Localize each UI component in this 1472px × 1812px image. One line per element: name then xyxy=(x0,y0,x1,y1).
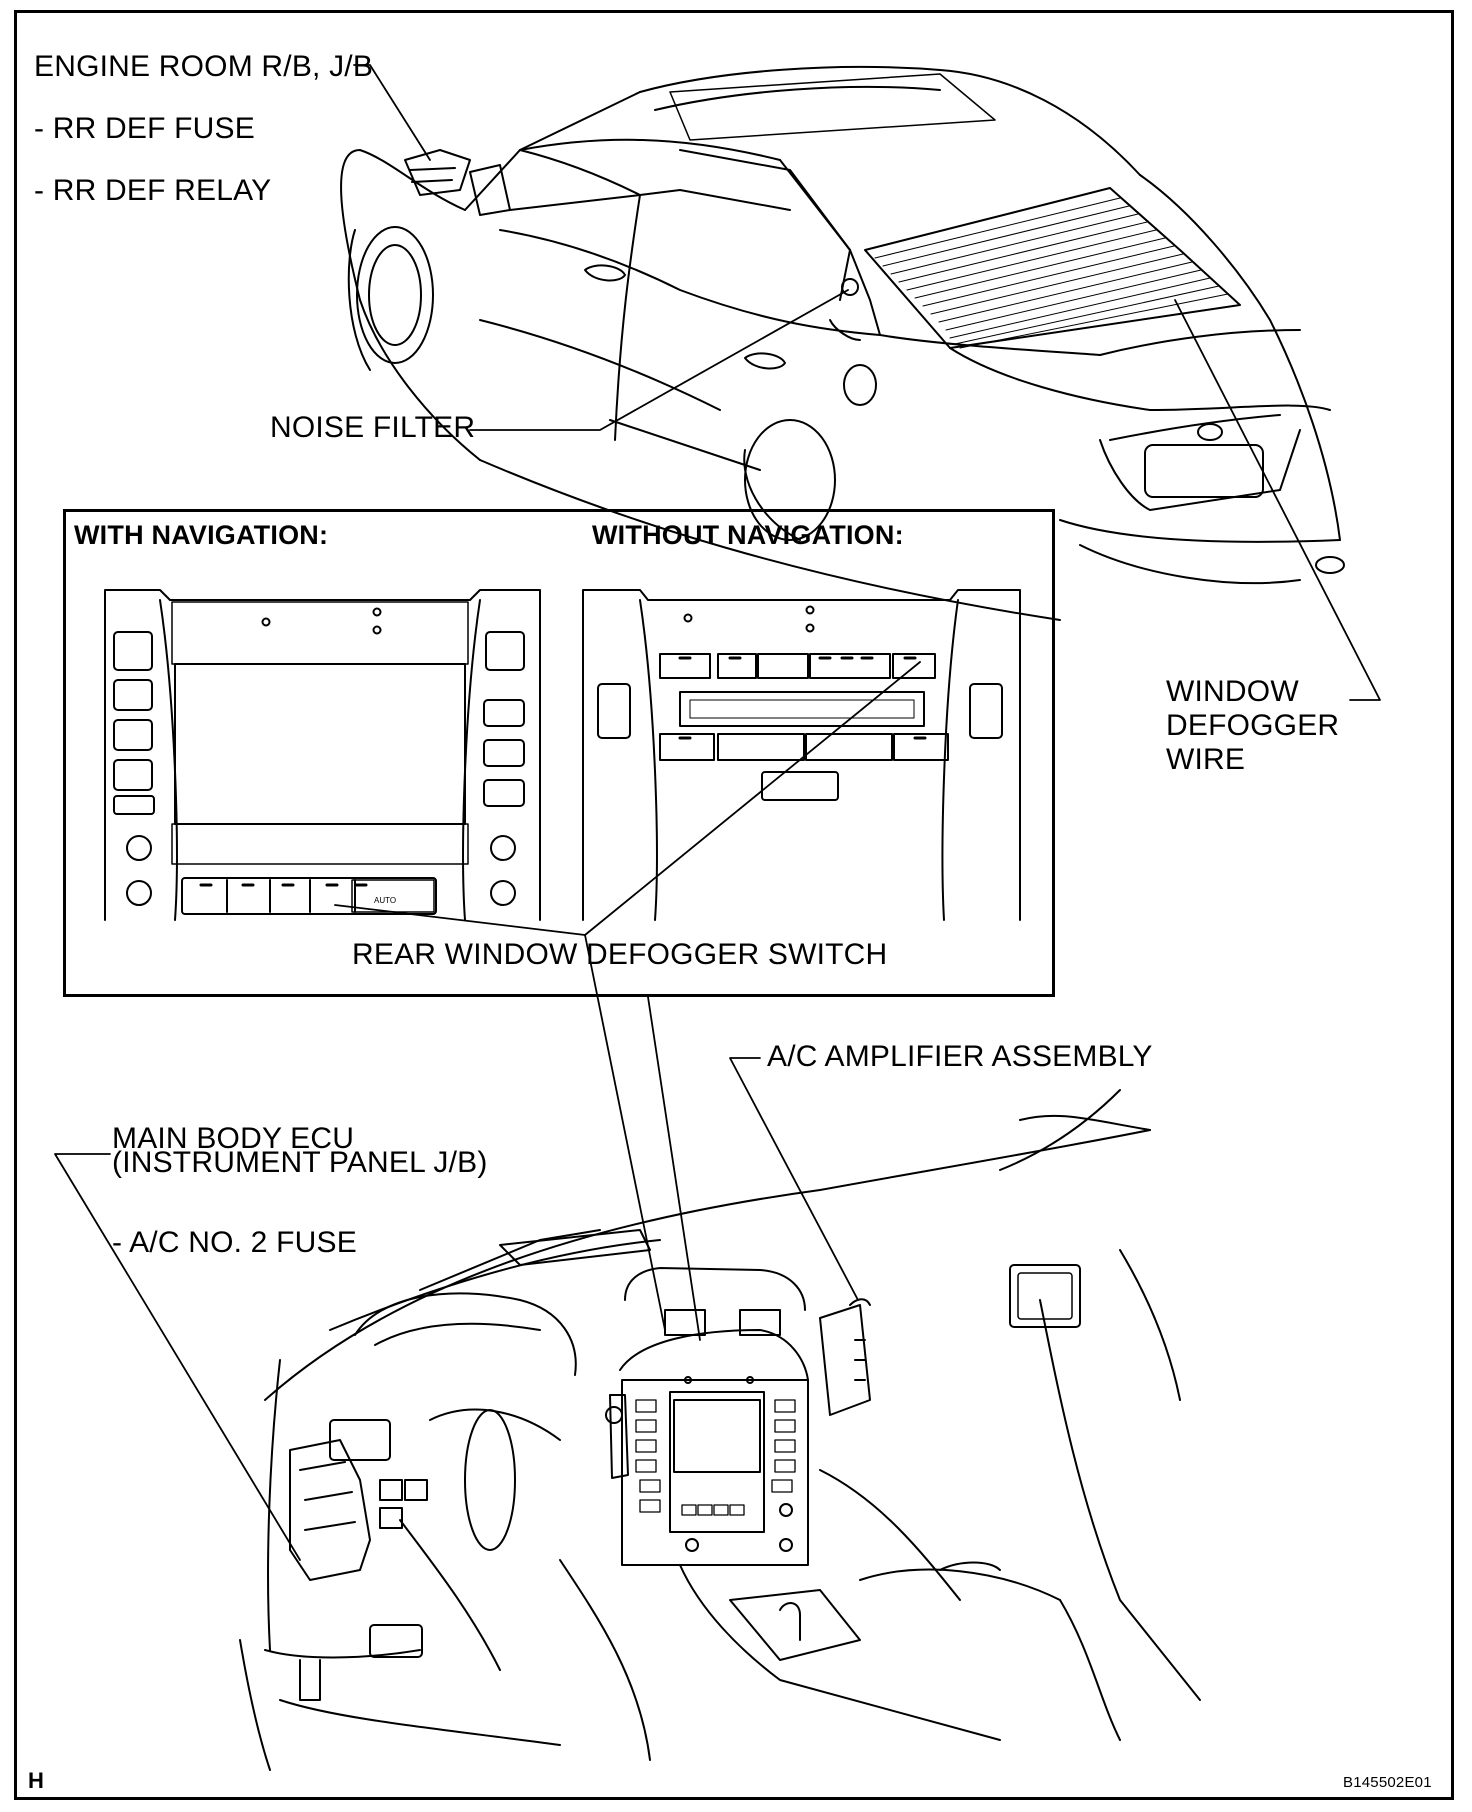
auto-label: AUTO xyxy=(374,896,396,905)
with-navigation-panel xyxy=(104,589,541,921)
window-defogger-label-line2: DEFOGGER xyxy=(1166,709,1340,742)
rr-def-fuse-label: - RR DEF FUSE xyxy=(34,112,255,145)
leader-lines xyxy=(54,64,1381,1561)
figure-code: B145502E01 xyxy=(1343,1774,1432,1791)
noise-filter-label: NOISE FILTER xyxy=(270,411,476,444)
corner-letter: H xyxy=(28,1768,45,1793)
ac-amplifier-label: A/C AMPLIFIER ASSEMBLY xyxy=(767,1040,1153,1073)
without-navigation-panel xyxy=(582,589,1021,921)
rear-window-defogger-switch-label: REAR WINDOW DEFOGGER SWITCH xyxy=(352,938,888,971)
rr-def-relay-label: - RR DEF RELAY xyxy=(34,174,272,207)
window-defogger-label-line3: WIRE xyxy=(1166,743,1246,776)
dashboard-illustration xyxy=(239,1089,1201,1771)
panel-inset-frame xyxy=(63,509,1055,997)
diagram-frame xyxy=(14,10,1454,1800)
ac-no2-fuse-label: - A/C NO. 2 FUSE xyxy=(112,1226,357,1259)
instrument-panel-jb-label: (INSTRUMENT PANEL J/B) xyxy=(112,1146,488,1179)
main-body-ecu-label: MAIN BODY ECU xyxy=(112,1122,355,1155)
window-defogger-label-line1: WINDOW xyxy=(1166,675,1299,708)
car-illustration xyxy=(340,65,1345,621)
without-navigation-title: WITHOUT NAVIGATION: xyxy=(592,520,904,550)
with-navigation-title: WITH NAVIGATION: xyxy=(74,520,329,550)
engine-room-label: ENGINE ROOM R/B, J/B xyxy=(34,50,374,83)
